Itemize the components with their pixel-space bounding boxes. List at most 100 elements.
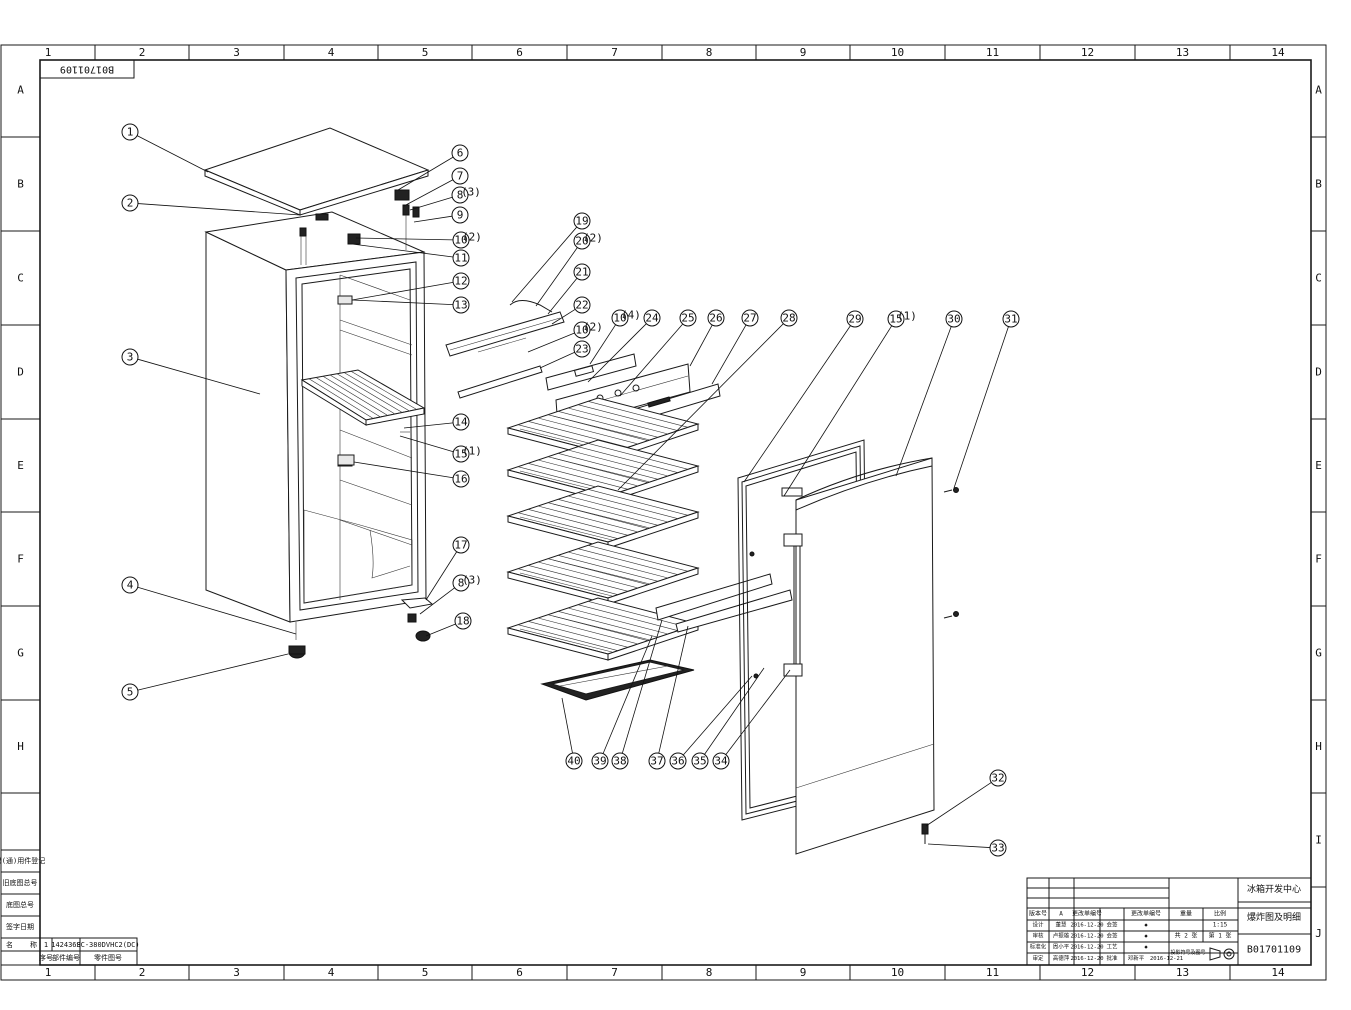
- part-balloon: 5: [121, 653, 289, 701]
- column-label: 3: [233, 966, 240, 979]
- balloon-qty: (4): [621, 309, 641, 322]
- title-row-role2: 会签: [1106, 932, 1118, 940]
- balloon-number: 11: [454, 252, 467, 265]
- part-balloon: 28: [617, 309, 798, 491]
- balloon-number: 15: [889, 313, 902, 326]
- balloon-number: 28: [782, 312, 795, 325]
- column-label: 10: [891, 46, 904, 59]
- balloon-circle: [452, 272, 470, 290]
- part-balloon: 4: [121, 576, 297, 635]
- part-balloon: 33: [927, 839, 1007, 857]
- leader-line: [551, 308, 576, 325]
- column-label: 14: [1271, 966, 1285, 979]
- balloon-circle: [573, 340, 591, 358]
- balloon-circle: [846, 310, 864, 328]
- column-label: 13: [1176, 966, 1189, 979]
- balloon-circle: [121, 123, 139, 141]
- leader-line: [895, 326, 952, 477]
- balloon-circle: [452, 470, 470, 488]
- part-balloon: 13: [351, 296, 470, 314]
- balloon-number: 17: [454, 539, 467, 552]
- balloon-number: 6: [457, 147, 464, 160]
- balloon-circle: [887, 310, 905, 328]
- balloon-qty: (3): [462, 574, 482, 587]
- part-balloon: 12: [351, 272, 470, 301]
- row-label: B: [1315, 178, 1322, 191]
- column-label: 6: [516, 966, 523, 979]
- leader-line: [589, 324, 616, 365]
- part-balloon: 39: [591, 635, 653, 770]
- column-label: 3: [233, 46, 240, 59]
- leader-line: [413, 215, 453, 223]
- part-balloon: 32: [925, 769, 1007, 827]
- title-row-date: 2016-12-20: [1070, 923, 1103, 929]
- balloon-number: 2: [127, 197, 134, 210]
- balloon-number: 38: [613, 755, 626, 768]
- leader-line: [535, 247, 578, 307]
- balloon-circle: [452, 231, 470, 249]
- balloon-number: 7: [457, 170, 464, 183]
- column-label: 8: [706, 966, 713, 979]
- column-label: 12: [1081, 46, 1094, 59]
- leader-line: [925, 782, 992, 827]
- leader-line: [353, 461, 454, 479]
- part-balloon: 26: [689, 309, 725, 367]
- rev-col-6: 比例: [1214, 910, 1226, 918]
- leader-line: [397, 156, 454, 191]
- balloon-circle: [591, 752, 609, 770]
- leader-line: [136, 135, 209, 173]
- title-row-name: 董慧: [1055, 921, 1067, 929]
- part-balloons: 12345678(3)910(2)1112131415(1)16178(3)18…: [121, 123, 1020, 857]
- rev-col-2: A: [1059, 911, 1063, 918]
- leader-line: [355, 237, 454, 241]
- row-label: B: [17, 178, 24, 191]
- balloon-circle: [648, 752, 666, 770]
- leader-line: [725, 669, 791, 755]
- part-balloon: 8(3): [409, 186, 481, 211]
- row-label: F: [1315, 553, 1322, 566]
- leader-line: [704, 667, 765, 755]
- title-row-role: 审定: [1032, 954, 1044, 962]
- balloon-number: 15: [454, 448, 467, 461]
- leader-line: [658, 625, 689, 754]
- balloon-number: 32: [991, 772, 1004, 785]
- bom-header-part: 部件编号: [52, 953, 80, 962]
- title-row-role: 设计: [1032, 921, 1044, 929]
- leader-line: [602, 635, 653, 754]
- balloon-circle: [989, 839, 1007, 857]
- column-label: 7: [611, 46, 618, 59]
- column-label: 9: [800, 46, 807, 59]
- row-label: D: [17, 366, 24, 379]
- title-row-v: ◆: [1144, 934, 1148, 940]
- column-label: 7: [611, 966, 618, 979]
- balloon-number: 13: [454, 299, 467, 312]
- part-balloon: 10(2): [527, 321, 603, 353]
- balloon-circle: [573, 232, 591, 250]
- balloon-number: 36: [671, 755, 684, 768]
- balloon-circle: [989, 769, 1007, 787]
- title-row-v2: 2016-12-21: [1150, 956, 1183, 962]
- balloon-number: 30: [947, 313, 960, 326]
- bom-label-name: 名: [6, 940, 13, 949]
- balloon-number: 23: [575, 343, 588, 356]
- balloon-circle: [452, 574, 470, 592]
- leader-line: [539, 351, 575, 369]
- balloon-circle: [712, 752, 730, 770]
- balloon-number: 26: [709, 312, 722, 325]
- rev-col-5: 重量: [1180, 910, 1192, 918]
- leader-line: [587, 323, 647, 383]
- part-balloon: 9: [413, 206, 469, 224]
- balloon-circle: [452, 249, 470, 267]
- balloon-number: 10: [454, 234, 467, 247]
- title-scale: 1:15: [1213, 922, 1228, 929]
- part-balloon: 1: [121, 123, 209, 173]
- balloon-number: 20: [575, 235, 588, 248]
- balloon-circle: [573, 212, 591, 230]
- balloon-number: 31: [1004, 313, 1017, 326]
- row-label: G: [17, 647, 24, 660]
- part-balloon: 21: [547, 263, 591, 315]
- part-balloon: 7: [403, 167, 469, 207]
- row-label: F: [17, 553, 24, 566]
